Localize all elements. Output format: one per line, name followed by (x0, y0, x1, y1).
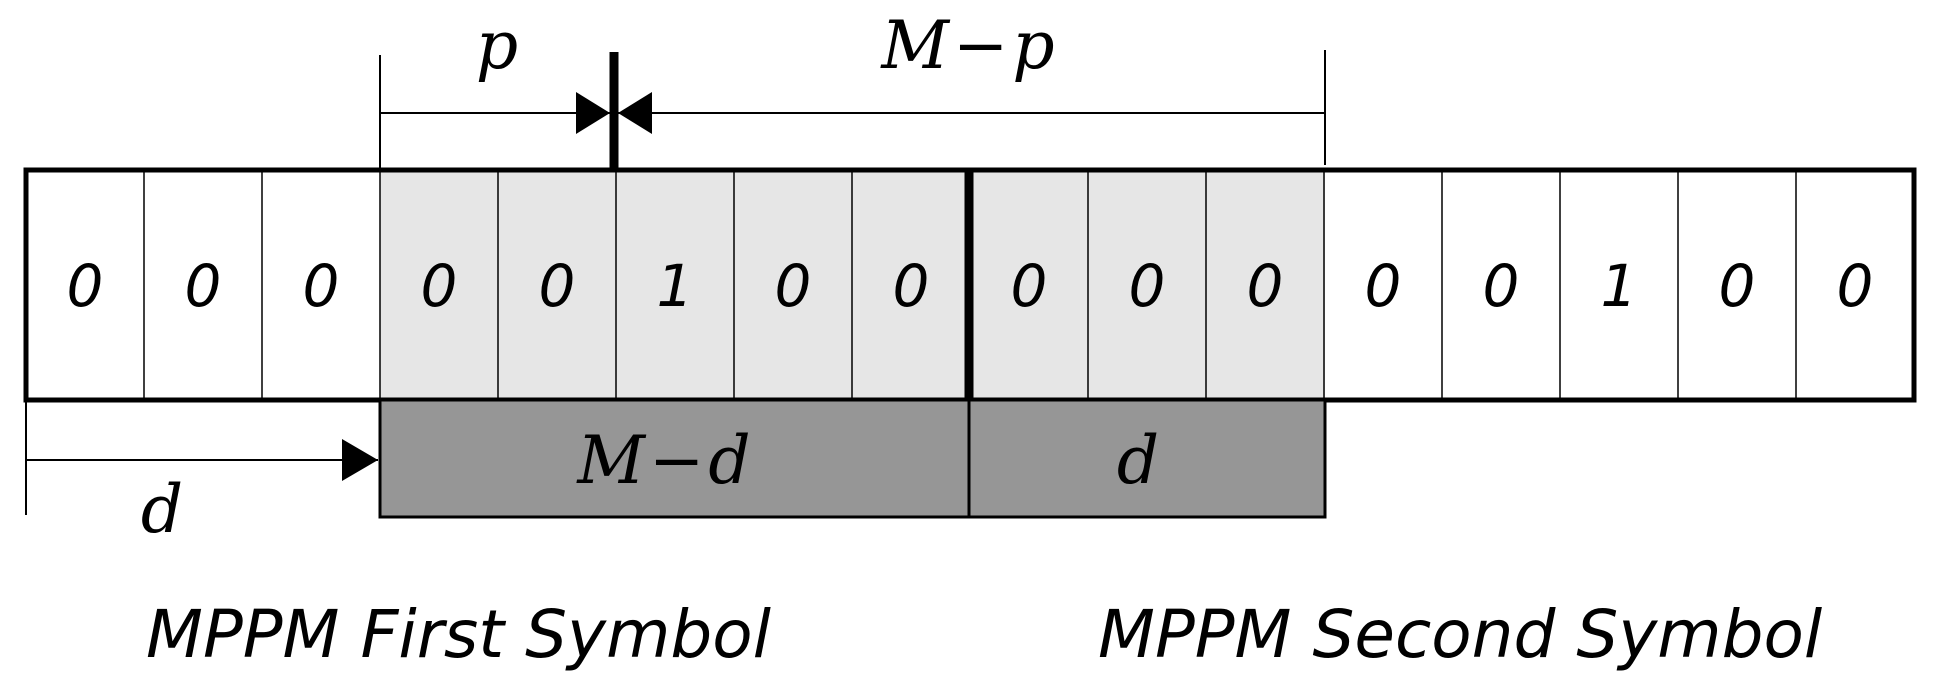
d-block (967, 398, 1327, 519)
slot-value: 0 (1719, 252, 1756, 320)
slot-value: 0 (185, 252, 222, 320)
slot-value: 0 (539, 252, 576, 320)
slot-value: 0 (1011, 252, 1048, 320)
first-symbol-caption: MPPM First Symbol (146, 596, 772, 673)
d-arrow-label: d (141, 471, 183, 548)
slot-value: 1 (1601, 252, 1638, 320)
slot-value: 0 (775, 252, 812, 320)
m-minus-p-arrowhead (618, 92, 652, 134)
d-block-label: d (1117, 422, 1159, 499)
slot-value: 0 (67, 252, 104, 320)
second-symbol-caption: MPPM Second Symbol (1098, 596, 1823, 673)
slot-value: 0 (1483, 252, 1520, 320)
slot-value: 0 (1247, 252, 1284, 320)
p-arrowhead (576, 92, 610, 134)
slot-value: 0 (421, 252, 458, 320)
slot-value: 0 (1129, 252, 1166, 320)
slot-value: 0 (303, 252, 340, 320)
m-minus-d-label: M−d (576, 422, 750, 499)
slot-row: 0 0 0 0 0 1 0 0 0 0 0 0 0 1 0 0 (67, 170, 1874, 400)
slot-value: 0 (893, 252, 930, 320)
slot-value: 1 (657, 252, 694, 320)
p-label: p (476, 7, 518, 84)
m-minus-p-label: M−p (880, 7, 1054, 84)
slot-value: 0 (1365, 252, 1402, 320)
m-minus-d-block (378, 398, 971, 519)
slot-value: 0 (1837, 252, 1874, 320)
d-arrowhead (342, 439, 378, 481)
